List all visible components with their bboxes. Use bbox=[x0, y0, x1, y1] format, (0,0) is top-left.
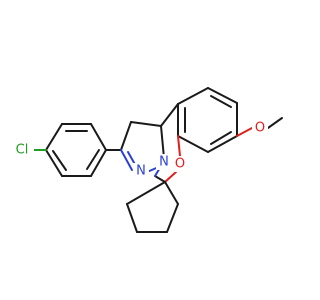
nitrogen-imine-label: N bbox=[136, 164, 146, 179]
oxygen-methoxy-label: O bbox=[255, 121, 265, 136]
oxygen-ring-label: O bbox=[175, 157, 185, 172]
chlorophenyl-ring bbox=[45, 123, 107, 177]
page: Cl N N O O bbox=[10, 87, 283, 233]
benzene-ring bbox=[160, 87, 238, 153]
cyclopentane-ring bbox=[126, 181, 179, 233]
nitrogen-ring-label: N bbox=[159, 155, 169, 170]
atom-labels: Cl N N O O bbox=[10, 120, 268, 179]
chlorine-label: Cl bbox=[16, 143, 29, 158]
molecule-structure-diagram: Cl N N O O bbox=[10, 87, 283, 233]
methoxy-group bbox=[236, 117, 283, 137]
